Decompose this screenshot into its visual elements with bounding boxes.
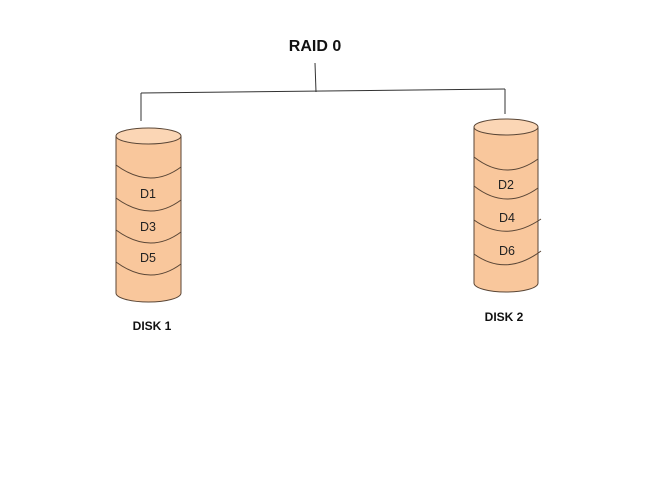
- disk-1-divider: [115, 164, 182, 179]
- disk-2-divider: [473, 185, 539, 200]
- disk-1: D1 D3 D5: [115, 127, 182, 303]
- disk-2-label: DISK 2: [485, 310, 524, 324]
- diagram-title: RAID 0: [289, 38, 342, 55]
- disk-1-body: [115, 136, 182, 303]
- disk-2-top: [473, 118, 539, 136]
- block-d6: D6: [499, 244, 515, 258]
- block-d2: D2: [498, 178, 514, 192]
- disk-2-divider: [473, 218, 542, 232]
- disk-1-divider: [115, 197, 182, 212]
- block-d4: D4: [499, 211, 515, 225]
- disk-2-divider: [473, 250, 542, 266]
- root-connector: [314, 62, 317, 93]
- block-d1: D1: [140, 187, 156, 201]
- disk-1-divider: [115, 229, 182, 244]
- disk-1-label: DISK 1: [133, 319, 172, 333]
- disk-1-top: [115, 127, 182, 145]
- branch-bar: [140, 88, 506, 94]
- block-d3: D3: [140, 220, 156, 234]
- block-d5: D5: [140, 251, 156, 265]
- disk-2-body: [473, 127, 539, 293]
- disk-2: D2 D4 D6: [473, 118, 542, 293]
- disk-2-divider: [473, 156, 539, 171]
- disk-1-divider: [115, 261, 182, 276]
